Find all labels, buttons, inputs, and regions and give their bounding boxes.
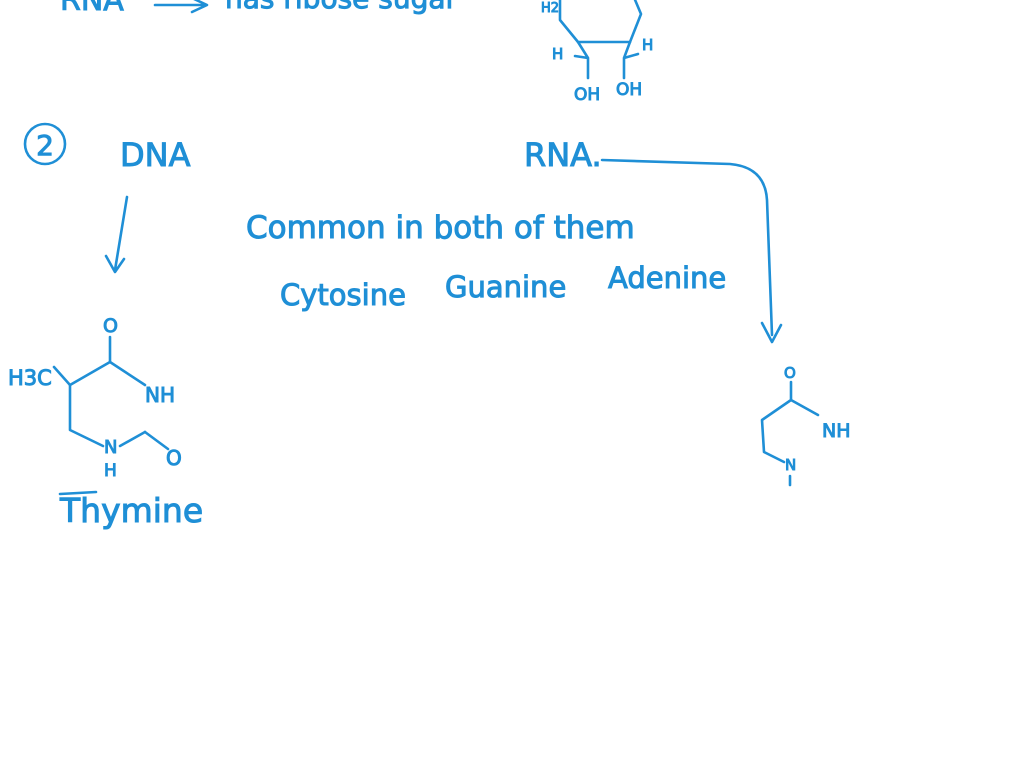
uracil-nh: NH xyxy=(822,420,851,442)
ribose-h-right: H xyxy=(642,36,653,54)
ribose-top-fragment: H2 xyxy=(541,1,559,16)
uracil-o: O xyxy=(784,364,796,382)
dna-arrow xyxy=(104,195,129,274)
thymine-methyl: H3C xyxy=(8,366,52,390)
ribose-bond-right xyxy=(622,40,640,80)
thymine-carbonyl-right xyxy=(143,430,170,451)
section-number-text: 2 xyxy=(36,129,54,162)
thymine-ring-n: N xyxy=(104,437,117,458)
top-line-rna: RNA xyxy=(60,0,124,18)
thymine-o-top: O xyxy=(103,315,118,337)
common-base-cytosine: Cytosine xyxy=(280,278,406,312)
thymine-ring xyxy=(68,360,147,448)
top-line: RNA has ribose sugar xyxy=(60,0,458,19)
thymine-nh: NH xyxy=(145,383,175,407)
uracil-ring-n: N xyxy=(785,456,796,474)
ribose-oh-left: OH xyxy=(574,85,600,105)
ribose-structure: H2 H H OH OH xyxy=(541,0,654,106)
rna-arrow xyxy=(600,158,783,344)
ribose-h-left: H xyxy=(552,45,563,63)
ribose-ring xyxy=(558,0,643,44)
rna-label: RNA. xyxy=(524,136,602,174)
section-number-circle xyxy=(23,122,67,166)
section-number: 2 xyxy=(23,122,67,166)
dna-label: DNA xyxy=(120,136,191,174)
thymine-o-right: O xyxy=(166,446,182,470)
common-heading: Common in both of them xyxy=(246,210,635,246)
thymine-ring-h: H xyxy=(104,461,117,481)
common-base-adenine: Adenine xyxy=(608,261,726,295)
ribose-bond-left xyxy=(573,40,590,80)
uracil-fragment: O NH N xyxy=(760,364,851,487)
ribose-oh-right: OH xyxy=(616,80,642,100)
thymine-name-overline xyxy=(58,490,98,496)
top-line-statement: has ribose sugar xyxy=(225,0,458,15)
thymine-methyl-bond xyxy=(52,365,72,387)
common-base-guanine: Guanine xyxy=(445,270,566,304)
top-line-arrow xyxy=(153,0,209,14)
uracil-ring xyxy=(760,380,820,464)
thymine-name: Thymine xyxy=(59,491,203,530)
thymine-structure: O H3C NH N H O xyxy=(8,315,183,482)
